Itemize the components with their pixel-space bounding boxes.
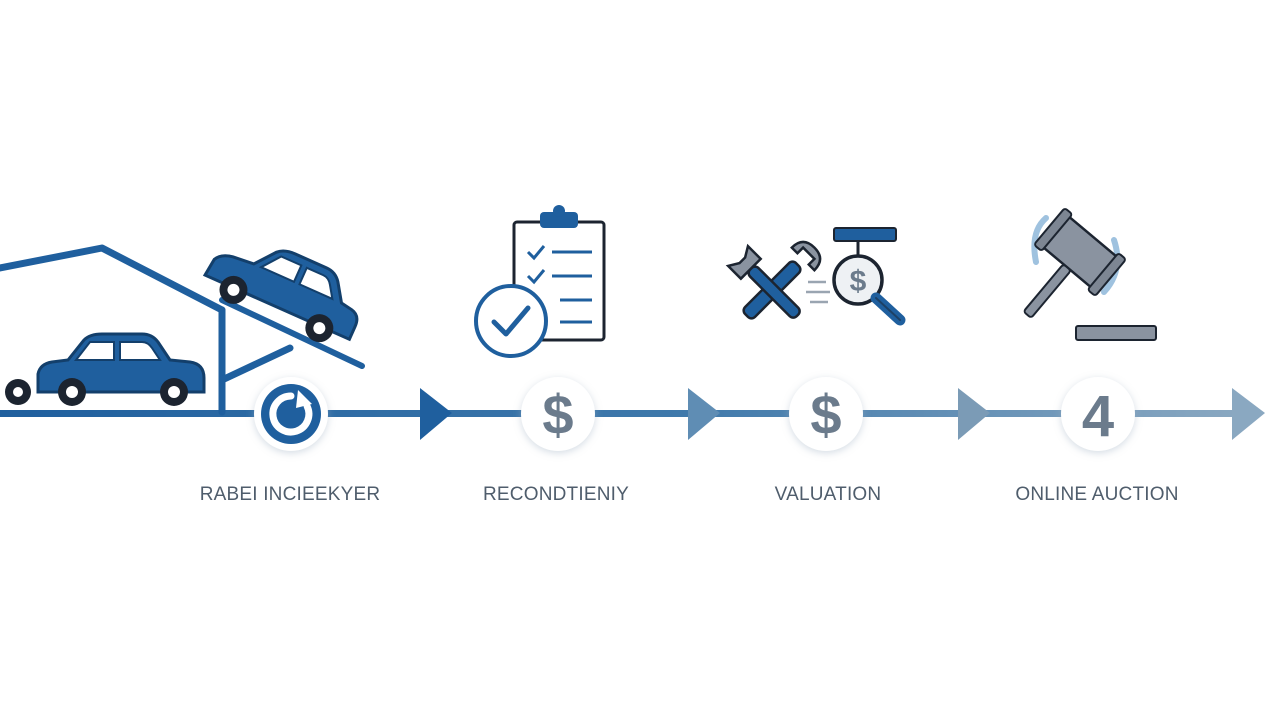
step-node-3-symbol: $ (810, 383, 841, 446)
car-icon (202, 249, 359, 343)
step-node-2-symbol: $ (542, 383, 573, 446)
timeline (0, 388, 1265, 440)
refresh-icon (261, 384, 321, 444)
timeline-line (0, 410, 1240, 417)
garage-icon (0, 244, 365, 416)
step-node-2 (521, 377, 595, 451)
arrow-head-1 (420, 388, 452, 440)
arrow-head-end (1232, 388, 1265, 440)
car-icon (5, 332, 206, 406)
gavel-icon (1023, 208, 1157, 341)
magnifier-dollar-icon: $ (832, 227, 906, 326)
step-node-4 (1061, 377, 1135, 451)
clipboard-check-icon (474, 205, 606, 358)
arrow-head-3 (958, 388, 990, 440)
step-label-3: VALUATION (774, 484, 882, 505)
step-label-4: ONLINE AUCTION (1015, 484, 1179, 505)
tools-icon (725, 240, 830, 320)
step-node-3 (789, 377, 863, 451)
svg-text:$: $ (850, 265, 867, 298)
step-node-4-symbol: 4 (1082, 384, 1114, 449)
step-label-2: RECONDTIENIY (483, 484, 629, 505)
arrow-head-2 (688, 388, 720, 440)
step-label-1: RABEI INCIEEKYER (199, 484, 381, 505)
